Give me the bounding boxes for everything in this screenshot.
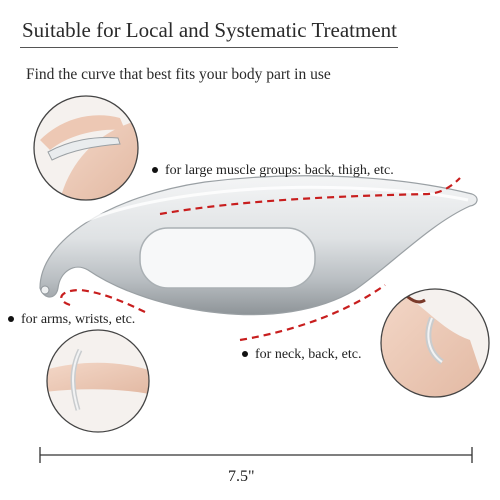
dimension-label: 7.5" [228,468,255,485]
scraping-tool [39,175,478,316]
callout-large-muscle: for large muscle groups: back, thigh, et… [152,163,394,179]
curve-neck [239,284,386,342]
tool-slot [139,227,316,289]
dimension-line [39,447,473,463]
callout-large-muscle-text: for large muscle groups: back, thigh, et… [165,163,394,178]
knee-photo-circle [33,95,139,201]
bullet-dot-icon [8,315,14,322]
wrist-photo-circle [46,329,150,433]
page-title: Suitable for Local and Systematic Treatm… [22,18,398,42]
callout-arms-text: for arms, wrists, etc. [21,312,136,327]
bullet-dot-icon [152,166,158,173]
neck-photo-circle [380,288,490,398]
page-subtitle: Find the curve that best fits your body … [26,66,331,83]
title-underline [20,47,398,48]
callout-neck: for neck, back, etc. [242,347,362,363]
fit-curves [60,177,461,342]
callout-neck-text: for neck, back, etc. [255,347,362,362]
callout-arms: for arms, wrists, etc. [8,312,135,328]
curve-large [159,177,461,216]
bullet-dot-icon [242,350,248,357]
